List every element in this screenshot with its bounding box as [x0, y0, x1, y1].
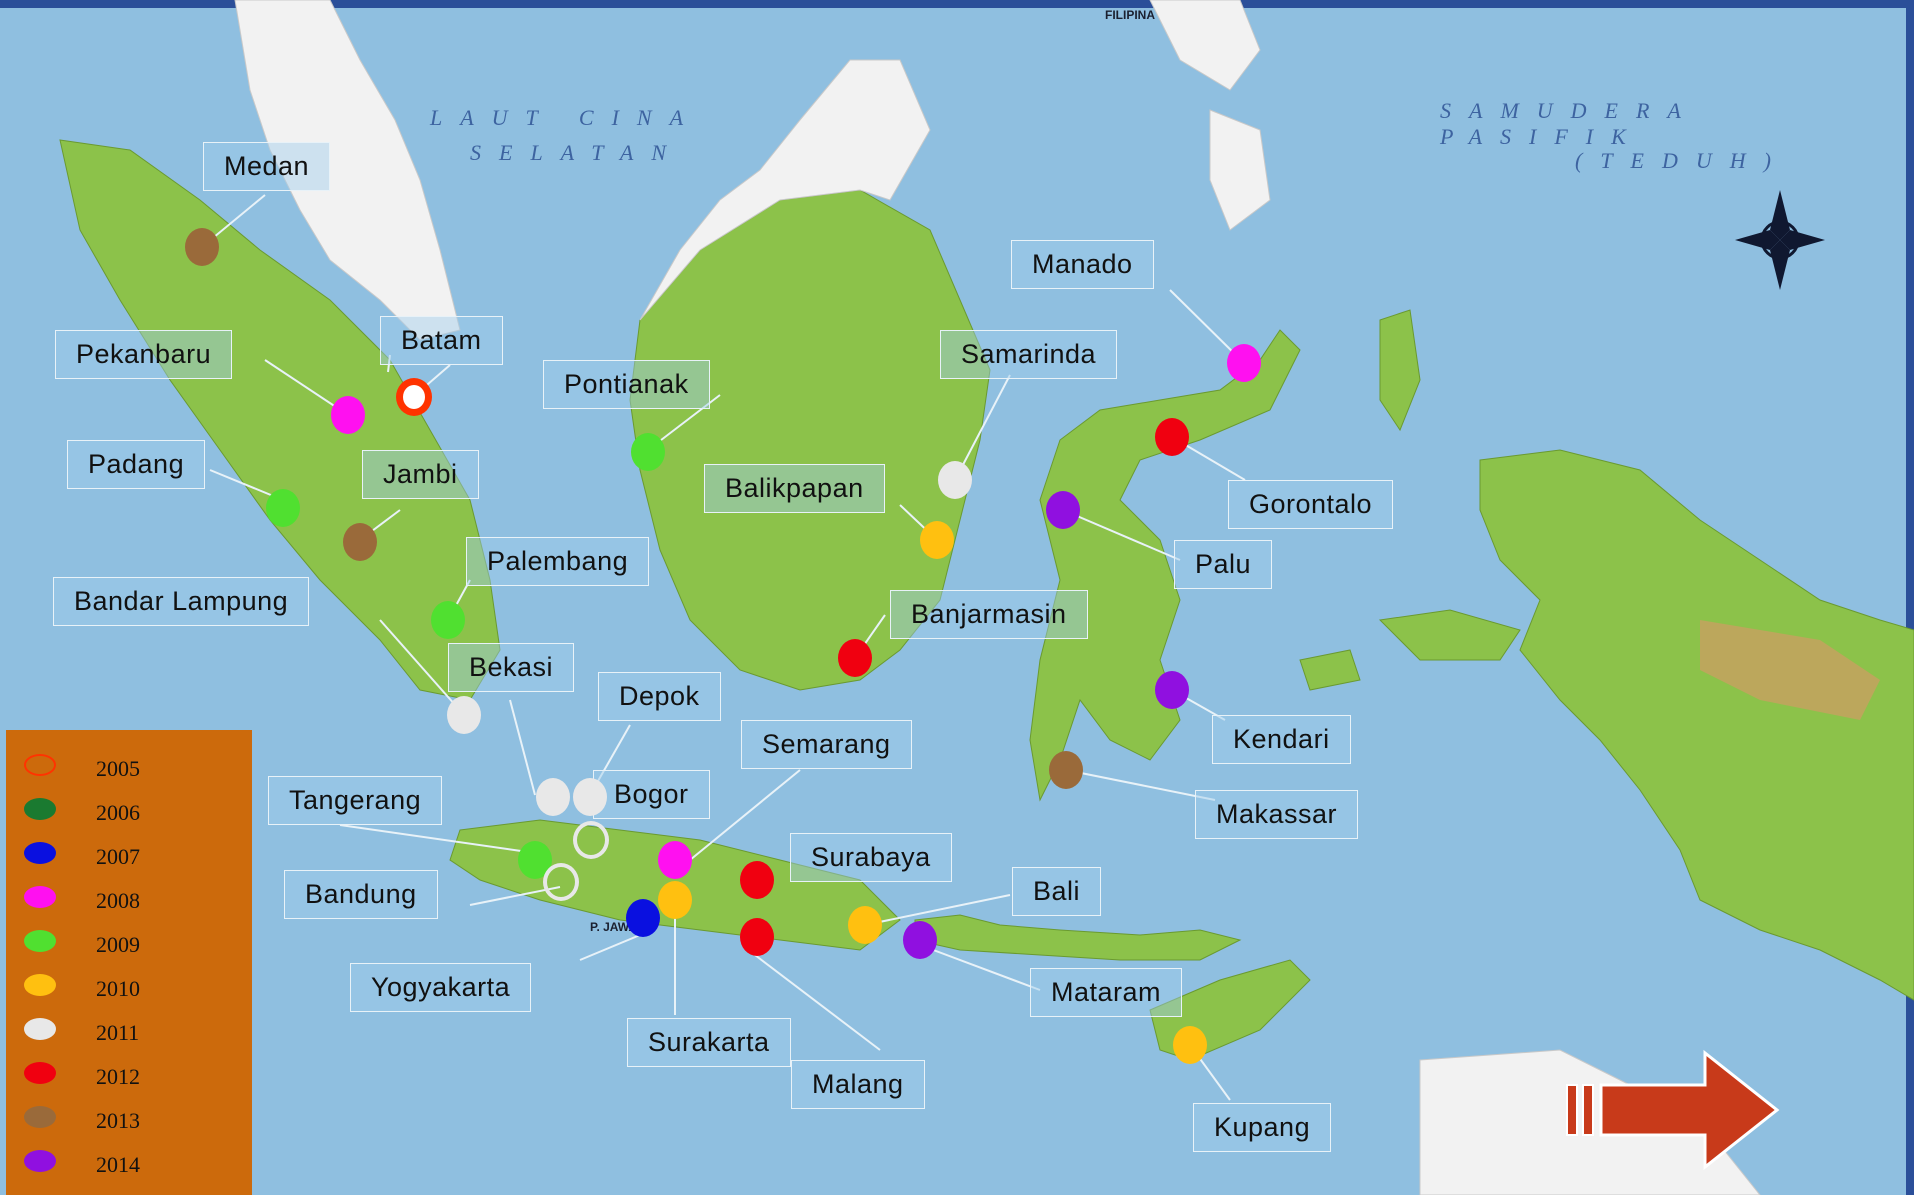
city-marker-semarang[interactable] [658, 841, 692, 879]
city-marker-gorontalo[interactable] [1155, 418, 1189, 456]
city-label-kupang: Kupang [1193, 1103, 1332, 1152]
city-marker-kendari[interactable] [1155, 671, 1189, 709]
legend-year: 2012 [96, 1064, 140, 1089]
city-marker-palembang[interactable] [431, 601, 465, 639]
city-marker-batam[interactable] [396, 378, 432, 416]
legend-swatch [24, 930, 56, 952]
city-label-samarinda: Samarinda [940, 330, 1118, 379]
city-marker-jambi[interactable] [343, 523, 377, 561]
legend-item-2011: 2011 [16, 1014, 252, 1054]
city-label-pekanbaru: Pekanbaru [55, 330, 233, 379]
city-marker-samarinda[interactable] [938, 461, 972, 499]
city-label-depok: Depok [598, 672, 721, 721]
city-marker-palu[interactable] [1046, 491, 1080, 529]
legend-item-2008: 2008 [16, 882, 252, 922]
city-marker-balikpapan[interactable] [920, 521, 954, 559]
city-marker-surakarta[interactable] [658, 881, 692, 919]
city-marker-manado[interactable] [1227, 344, 1261, 382]
city-label-surabaya: Surabaya [790, 833, 952, 882]
legend-year: 2006 [96, 800, 140, 825]
legend-year: 2014 [96, 1152, 140, 1177]
city-marker-mataram[interactable] [903, 921, 937, 959]
sea-label-teduh: (TEDUH) [1575, 148, 1789, 173]
legend-item-2014: 2014 [16, 1146, 252, 1186]
city-label-tangerang: Tangerang [268, 776, 443, 825]
legend-year: 2010 [96, 976, 140, 1001]
legend-swatch [24, 842, 56, 864]
legend-swatch [24, 1106, 56, 1128]
city-label-bandung: Bandung [284, 870, 438, 919]
legend-item-2010: 2010 [16, 970, 252, 1010]
legend-year: 2007 [96, 844, 140, 869]
city-label-bali: Bali [1012, 867, 1102, 916]
city-marker-pontianak[interactable] [631, 433, 665, 471]
city-label-palembang: Palembang [466, 537, 650, 586]
city-label-manado: Manado [1011, 240, 1154, 289]
city-label-surakarta: Surakarta [627, 1018, 791, 1067]
city-marker-surabaya[interactable] [740, 861, 774, 899]
city-label-padang: Padang [67, 440, 206, 489]
city-label-medan: Medan [203, 142, 331, 191]
city-label-jambi: Jambi [362, 450, 479, 499]
city-label-malang: Malang [791, 1060, 925, 1109]
city-label-bogor: Bogor [593, 770, 710, 819]
city-marker-pekanbaru[interactable] [331, 396, 365, 434]
legend-swatch [24, 1062, 56, 1084]
legend-item-2007: 2007 [16, 838, 252, 878]
city-label-kendari: Kendari [1212, 715, 1351, 764]
city-marker-bekasi[interactable] [536, 778, 570, 816]
legend-item-2006: 2006 [16, 794, 252, 834]
city-marker-makassar[interactable] [1049, 751, 1083, 789]
legend-swatch [24, 974, 56, 996]
sea-label-laut-cina: LAUT CINA [430, 105, 702, 130]
legend-swatch [24, 798, 56, 820]
legend-swatch [24, 886, 56, 908]
city-label-pontianak: Pontianak [543, 360, 710, 409]
city-label-yogyakarta: Yogyakarta [350, 963, 532, 1012]
legend-year: 2005 [96, 756, 140, 781]
city-marker-malang[interactable] [740, 918, 774, 956]
legend-year: 2011 [96, 1020, 140, 1045]
city-label-balikpapan: Balikpapan [704, 464, 885, 513]
legend-item-2012: 2012 [16, 1058, 252, 1098]
legend-swatch [24, 1018, 56, 1040]
compass-rose-icon [1735, 190, 1825, 290]
city-marker-bali[interactable] [848, 906, 882, 944]
sea-label-samudera: SAMUDERA PASIFIK [1440, 98, 1699, 149]
legend-item-2009: 2009 [16, 926, 252, 966]
city-label-gorontalo: Gorontalo [1228, 480, 1394, 529]
city-label-batam: Batam [380, 316, 503, 365]
city-label-mataram: Mataram [1030, 968, 1183, 1017]
island-label-jawa: P. JAWA [590, 920, 638, 934]
legend-year: 2008 [96, 888, 140, 913]
legend-item-2005: 2005 [16, 750, 252, 790]
city-label-semarang: Semarang [741, 720, 912, 769]
next-arrow-button[interactable] [1565, 1045, 1785, 1175]
city-marker-banjarmasin[interactable] [838, 639, 872, 677]
legend-swatch [24, 754, 56, 776]
legend-swatch [24, 1150, 56, 1172]
city-marker-depok[interactable] [573, 778, 607, 816]
legend-year: 2013 [96, 1108, 140, 1133]
legend-year: 2009 [96, 932, 140, 957]
year-legend: 2005 2006 2007 2008 2009 2010 2011 2012 2013 2014 [6, 730, 252, 1195]
city-marker-bogor[interactable] [573, 821, 609, 859]
city-marker-bandar-lampung[interactable] [447, 696, 481, 734]
city-label-makassar: Makassar [1195, 790, 1359, 839]
legend-item-2013: 2013 [16, 1102, 252, 1142]
city-marker-padang[interactable] [266, 489, 300, 527]
country-label-filipina: FILIPINA [1105, 8, 1155, 22]
city-marker-bandung[interactable] [543, 863, 579, 901]
city-marker-medan[interactable] [185, 228, 219, 266]
sea-label-selatan: SELATAN [470, 140, 685, 165]
city-label-bekasi: Bekasi [448, 643, 575, 692]
city-label-banjarmasin: Banjarmasin [890, 590, 1088, 639]
city-marker-kupang[interactable] [1173, 1026, 1207, 1064]
city-label-palu: Palu [1174, 540, 1273, 589]
city-marker-yogyakarta[interactable] [626, 899, 660, 937]
city-label-bandar-lampung: Bandar Lampung [53, 577, 310, 626]
